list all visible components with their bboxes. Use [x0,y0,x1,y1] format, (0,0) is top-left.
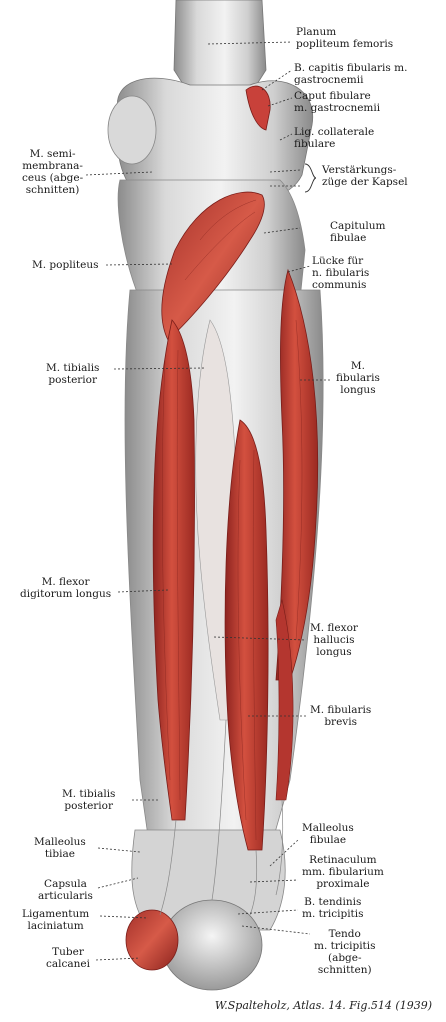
medial-condyle [107,95,157,165]
figure-credit: W.Spalteholz, Atlas. 14. Fig.514 (1939) [214,999,432,1012]
calcaneal-pad [125,909,179,971]
fibularis-brevis-muscle [275,598,294,801]
gastrocnemius-remnant [245,85,271,131]
flexor-digitorum-muscle [152,319,195,821]
muscle-fibers [162,199,303,841]
label-popliteus: M. popliteus [32,259,99,271]
leader-lines [85,41,332,961]
label-verstaerkungszuege: Verstärkungs-züge der Kapsel [322,164,408,188]
ankle-tendons [159,719,284,916]
ankle [131,829,286,931]
fibularis-longus-muscle [275,268,319,681]
femur-shaft [173,0,267,96]
label-semimembranaceus: M. semi-membrana-ceus (abge-schnitten) [22,148,84,196]
flexor-hallucis-muscle [224,419,269,851]
brace-mark [304,163,317,193]
label-b-capitis-fibularis: B. capitis fibularis m.gastrocnemii [294,62,408,86]
